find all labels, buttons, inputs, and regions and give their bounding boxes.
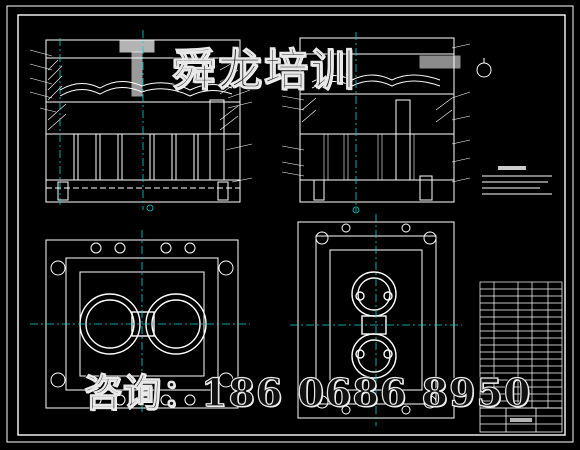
ejector-pins — [73, 134, 199, 180]
technical-requirements-block — [482, 166, 552, 195]
parts-list-table — [479, 281, 563, 409]
title-block — [479, 407, 563, 433]
moving-plate-top-view — [290, 214, 462, 426]
fixed-plate-top-view — [30, 230, 250, 412]
leader-lines-front — [29, 49, 253, 183]
hatch-left — [47, 59, 239, 131]
drawing-frame — [6, 5, 574, 443]
side-section-view — [281, 32, 492, 214]
watermark-title: 舜龙培训 — [171, 44, 356, 96]
watermark-contact: 咨询：186 0686 8950 — [83, 369, 532, 415]
front-section-view — [29, 30, 253, 212]
